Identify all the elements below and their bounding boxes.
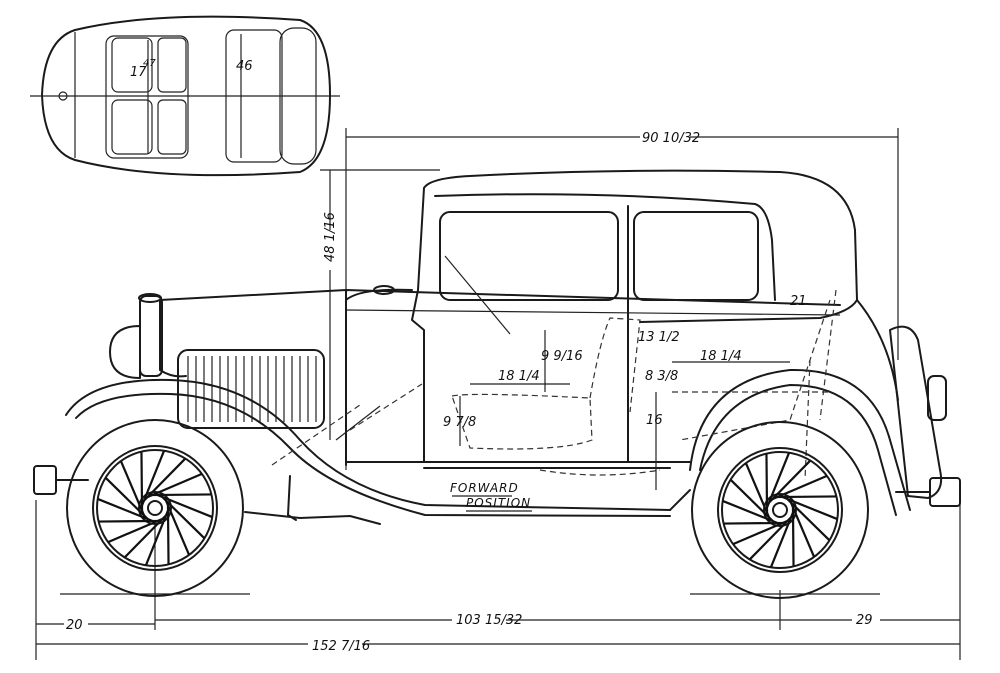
dim-front-overhang: 20 xyxy=(66,618,83,633)
wheel-spoke xyxy=(791,504,795,567)
plan-view: 17 47 46 xyxy=(30,15,340,177)
wheel-spoke xyxy=(166,502,170,565)
dim-cushion-height-front: 9 7/8 xyxy=(443,415,476,430)
dim-seat-height-front: 9 9/16 xyxy=(541,349,583,364)
note-position: POSITION xyxy=(466,496,531,510)
rear-wheel xyxy=(691,421,869,599)
dim-rear-rake: 13 1/2 xyxy=(638,330,680,345)
dim-overall-length: 152 7/16 xyxy=(312,639,370,654)
front-wheel xyxy=(66,419,244,597)
side-view: 18 1/4 9 9/16 9 7/8 13 1/2 8 3/8 16 18 1… xyxy=(33,169,961,595)
dim-seat-front: 17 xyxy=(130,65,147,80)
dim-wheelbase: 103 15/32 xyxy=(456,613,522,628)
dim-front-seat-depth: 18 1/4 xyxy=(498,369,540,384)
hood-louvres xyxy=(187,356,317,422)
dim-seat-front-b: 47 xyxy=(143,58,156,69)
note-forward: FORWARD xyxy=(450,481,519,495)
dim-rear-cushion: 8 3/8 xyxy=(645,369,678,384)
dimension-lines: 90 10/32 48 1/16 20 103 15/32 29 152 7/1… xyxy=(35,128,961,660)
dim-roof-length: 90 10/32 xyxy=(642,131,700,146)
dim-rear-overhang: 29 xyxy=(856,613,873,628)
dim-rear-back-angle: 21 xyxy=(790,294,807,309)
dim-rear-height: 16 xyxy=(646,413,663,428)
dim-rear-seat-depth: 18 1/4 xyxy=(700,349,742,364)
dim-seat-rear: 46 xyxy=(236,59,253,74)
dim-height: 48 1/16 xyxy=(323,212,338,262)
